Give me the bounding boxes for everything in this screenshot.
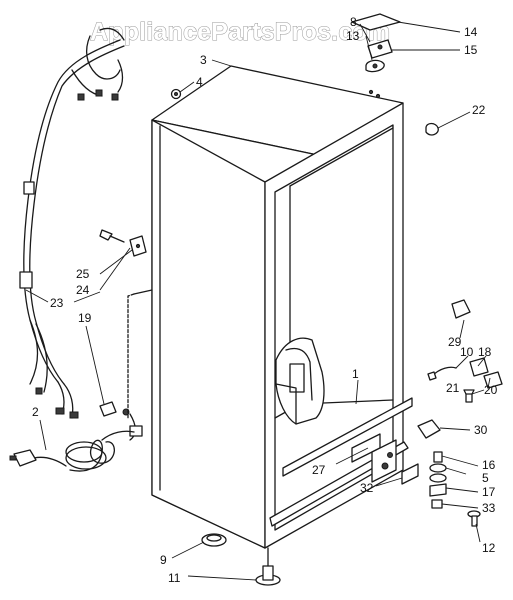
callout-11: 11 bbox=[168, 571, 181, 585]
callout-10: 10 bbox=[460, 345, 474, 359]
callout-1: 1 bbox=[352, 367, 359, 381]
callouts: 3 4 8 13 14 15 22 1 25 24 23 19 2 29 10 … bbox=[32, 15, 498, 585]
top-hinge-parts bbox=[351, 13, 401, 99]
callout-5: 5 bbox=[482, 471, 489, 485]
callout-29: 29 bbox=[448, 335, 462, 349]
liner-recess bbox=[275, 337, 325, 425]
plug-22 bbox=[425, 122, 439, 136]
callout-17: 17 bbox=[482, 485, 496, 499]
callout-21: 21 bbox=[446, 381, 460, 395]
part-29 bbox=[451, 299, 471, 319]
callout-12: 12 bbox=[482, 541, 496, 555]
callout-25: 25 bbox=[76, 267, 90, 281]
callout-27: 27 bbox=[312, 463, 326, 477]
part-10 bbox=[431, 366, 457, 377]
clip-19 bbox=[99, 401, 143, 441]
callout-15: 15 bbox=[464, 43, 478, 57]
callout-16: 16 bbox=[482, 458, 496, 472]
callout-18: 18 bbox=[478, 345, 492, 359]
part-18 bbox=[469, 357, 489, 377]
watermark: AppliancePartsPros.com bbox=[90, 18, 390, 46]
callout-14: 14 bbox=[464, 25, 478, 39]
callout-19: 19 bbox=[78, 311, 92, 325]
cabinet-shell bbox=[151, 65, 413, 549]
screw-12 bbox=[467, 510, 481, 527]
wire-harness bbox=[19, 27, 125, 419]
callout-20: 20 bbox=[484, 383, 498, 397]
callout-22: 22 bbox=[472, 103, 486, 117]
callout-3: 3 bbox=[200, 53, 207, 67]
callout-2: 2 bbox=[32, 405, 39, 419]
callout-9: 9 bbox=[160, 553, 167, 567]
callout-24: 24 bbox=[76, 283, 90, 297]
screw-21 bbox=[463, 389, 475, 403]
callout-8: 8 bbox=[350, 15, 357, 29]
callout-30: 30 bbox=[474, 423, 488, 437]
part-33 bbox=[431, 499, 443, 509]
part-30 bbox=[417, 419, 441, 439]
callout-33: 33 bbox=[482, 501, 496, 515]
leader-lines bbox=[25, 21, 491, 581]
screw-4 bbox=[170, 88, 182, 100]
bracket-24 bbox=[99, 229, 147, 257]
bottom-hinge-bracket bbox=[351, 433, 419, 485]
callout-23: 23 bbox=[50, 296, 64, 310]
callout-32: 32 bbox=[360, 481, 374, 495]
callout-4: 4 bbox=[196, 75, 203, 89]
hinge-pin-stack bbox=[429, 451, 447, 497]
power-cord bbox=[9, 430, 135, 472]
callout-13: 13 bbox=[346, 29, 360, 43]
